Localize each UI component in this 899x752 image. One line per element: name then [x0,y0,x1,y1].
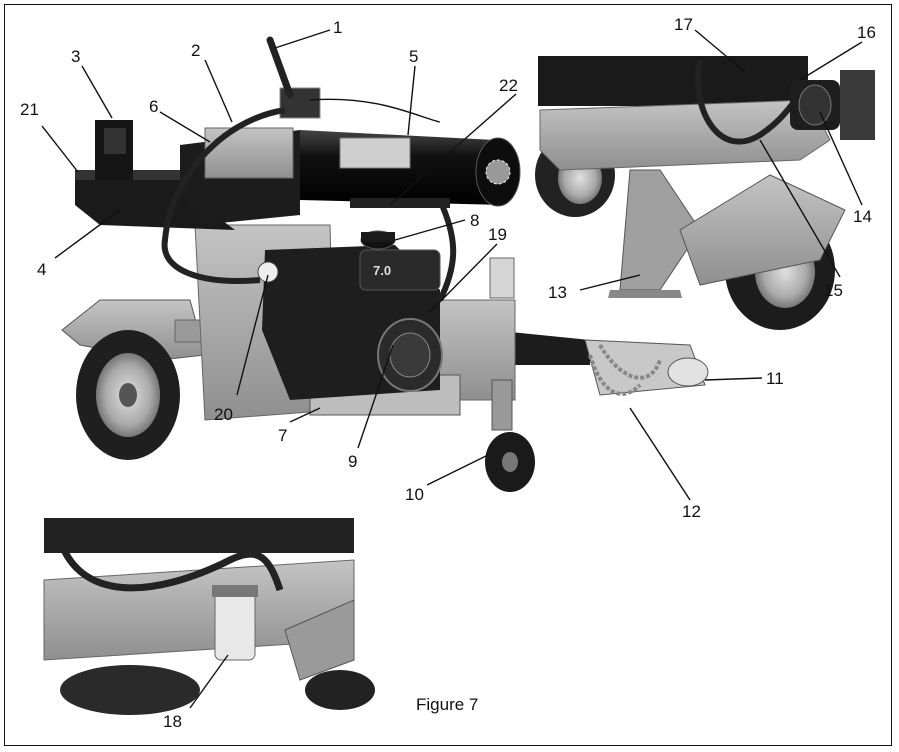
inset-top-right [535,56,875,330]
leader-6 [159,111,211,143]
leader-9 [357,344,394,449]
jack-leg [491,379,513,431]
leader-7 [289,407,321,423]
leader-17 [694,29,746,73]
hydraulic-filter [214,589,256,661]
figure-caption: Figure 7 [416,695,478,714]
leader-4 [54,209,121,259]
engine-badge: 7.0 [373,263,391,278]
inset-dark-top [44,518,354,553]
callout-17: 17 [674,15,693,34]
leader-16 [799,41,863,81]
callout-numbers: 1 2 3 4 5 6 7 8 9 10 11 12 13 14 15 16 1… [20,15,876,731]
leader-19 [429,243,498,313]
air-filter-knob [257,261,279,283]
leader-22 [389,93,517,206]
wedge-slide [204,127,294,179]
leader-8 [394,219,466,241]
leader-5 [407,65,416,136]
callout-12: 12 [682,502,701,521]
inset-bottom-left [43,518,375,715]
callout-22: 22 [499,76,518,95]
safety-chain [588,354,642,396]
inset-engine-side [840,70,875,140]
pressure-hose [161,107,286,284]
leader-10 [426,454,489,486]
leader-1 [274,29,331,49]
leader-13 [579,274,641,291]
leader-14 [819,111,863,206]
leader-12 [629,407,691,501]
inset-bottom-tire [60,665,200,715]
callout-15: 15 [824,281,843,300]
suction-hose [437,198,457,302]
return-hose [309,98,441,123]
callout-13: 13 [548,283,567,302]
inset-beam [538,56,808,106]
leader-11 [704,377,763,381]
leader-3 [81,65,113,119]
callout-18: 18 [163,712,182,731]
callout-14: 14 [853,207,872,226]
callout-7: 7 [278,426,287,445]
callout-5: 5 [409,47,418,66]
callout-2: 2 [191,41,200,60]
leader-15 [759,139,841,278]
callout-20: 20 [214,405,233,424]
leader-18 [189,654,229,709]
callout-9: 9 [348,452,357,471]
cylinder-label [339,137,411,169]
callout-3: 3 [71,47,80,66]
callout-8: 8 [470,211,479,230]
leader-2 [204,59,233,123]
callout-21: 21 [20,100,39,119]
callout-1: 1 [333,18,342,37]
inset-filter-hose [56,538,284,592]
leader-lines [41,29,863,709]
inset-fender [679,174,846,286]
callout-4: 4 [37,260,46,279]
callout-19: 19 [488,225,507,244]
ram-rod [350,198,450,208]
callout-10: 10 [405,485,424,504]
left-hub [119,383,137,407]
callout-6: 6 [149,97,158,116]
leader-21 [41,125,79,173]
inset-stand [619,169,701,291]
control-lever [266,36,294,99]
leader-20 [236,274,269,396]
engine-tank [359,249,441,291]
jack-tube [489,257,515,299]
callout-16: 16 [857,23,876,42]
callout-11: 11 [766,369,784,388]
